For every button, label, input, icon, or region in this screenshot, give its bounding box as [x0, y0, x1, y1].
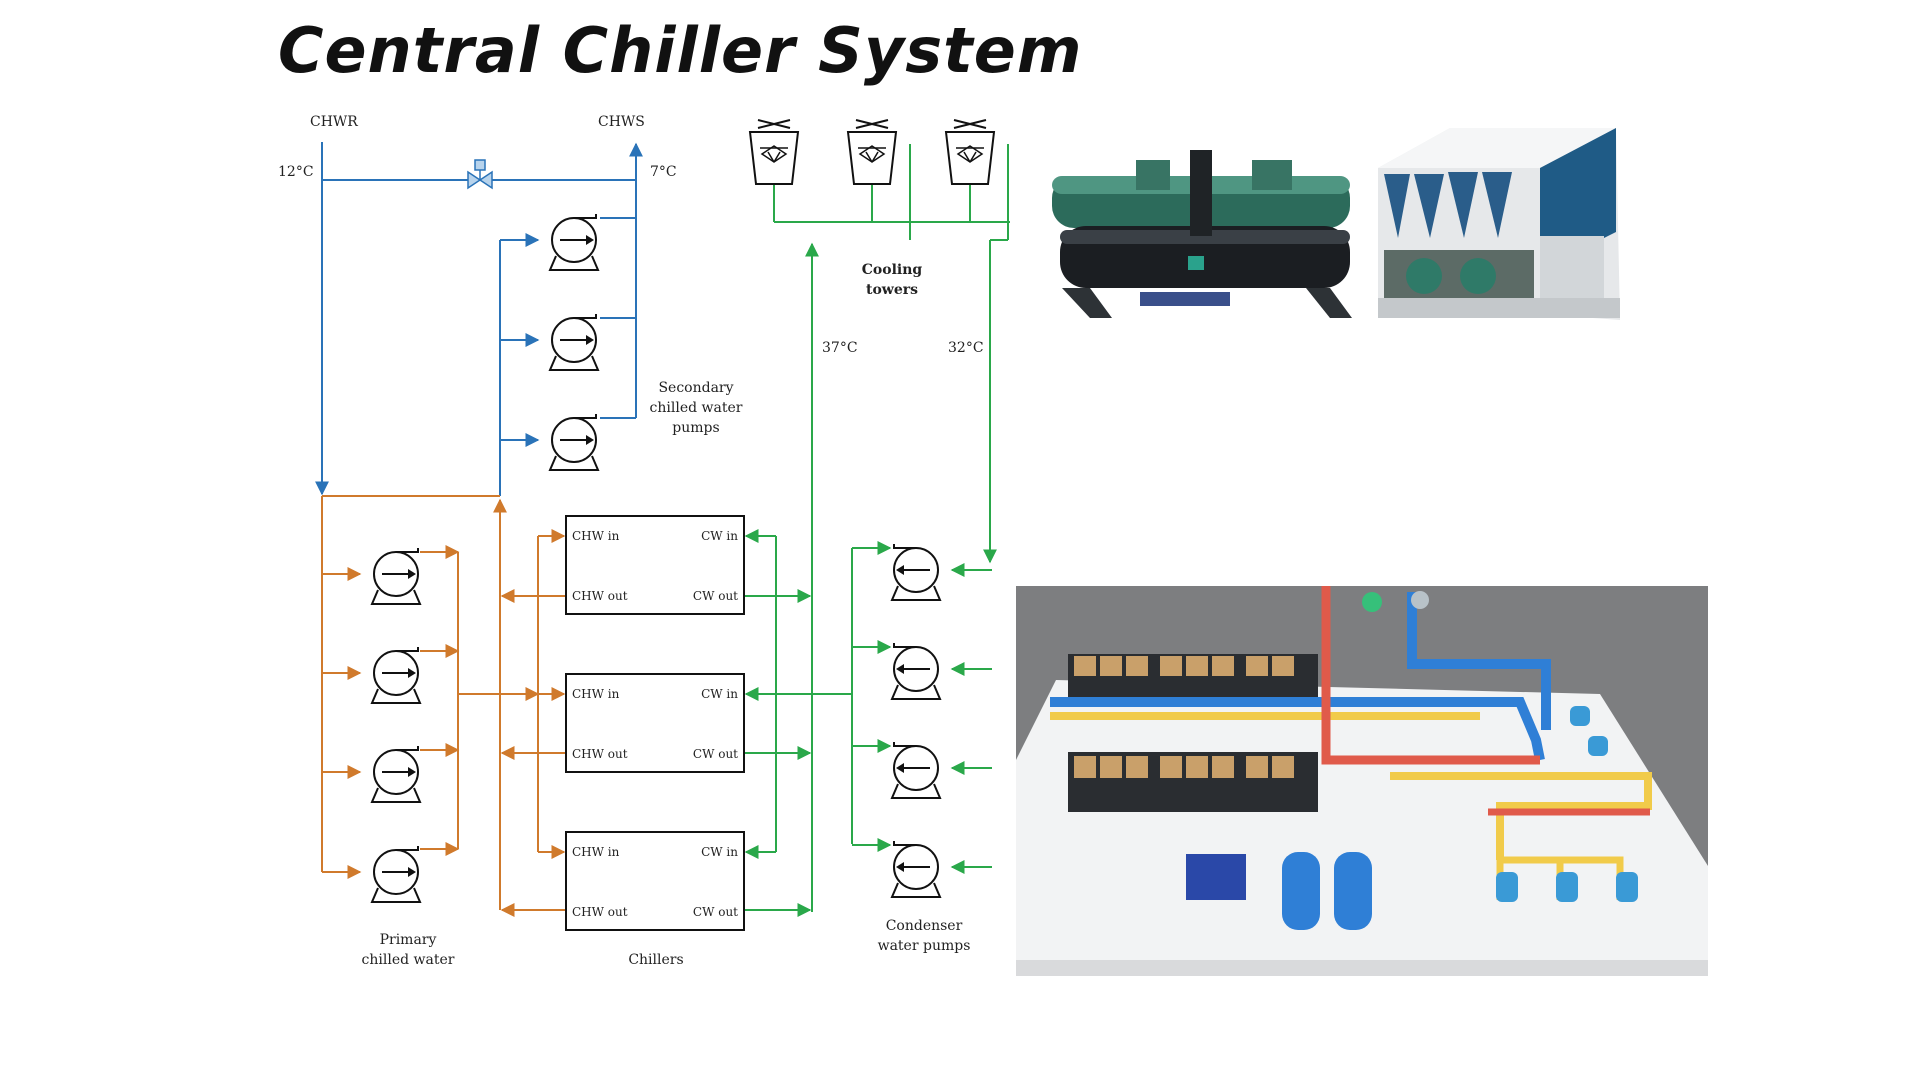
- page-title: Central Chiller System: [278, 14, 1083, 87]
- svg-text:CW in: CW in: [701, 687, 738, 701]
- svg-text:CW out: CW out: [693, 905, 738, 919]
- cw-hot-temp-label: 37°C: [822, 340, 858, 356]
- condenser-pumps-label: water pumps: [878, 938, 971, 954]
- chiller-unit: CHW in CHW out CW in CW out: [565, 831, 745, 931]
- plant-3d-model: [1016, 586, 1708, 976]
- water-cooled-chiller-photo: [1040, 128, 1360, 328]
- condenser-pumps-label: Condenser: [886, 918, 963, 934]
- supply-temp-label: 7°C: [650, 164, 677, 180]
- svg-text:CHW out: CHW out: [572, 905, 628, 919]
- cooling-tower-icon: [945, 119, 995, 185]
- chiller-unit: CHW in CHW out CW in CW out: [565, 673, 745, 773]
- cooling-tower-icon: [847, 119, 897, 185]
- condenser-pump-icon: [891, 543, 941, 601]
- cw-cold-temp-label: 32°C: [948, 340, 984, 356]
- primary-pump-icon: [371, 845, 421, 903]
- svg-text:CHW in: CHW in: [572, 687, 620, 701]
- chillers-label: Chillers: [628, 952, 683, 968]
- air-cooled-chiller-photo: [1378, 128, 1620, 320]
- svg-text:CHW in: CHW in: [572, 529, 620, 543]
- primary-loop: [321, 495, 566, 917]
- primary-pump-icon: [371, 745, 421, 803]
- bypass-valve-icon: [467, 159, 493, 190]
- secondary-pumps-label: chilled water: [650, 400, 743, 416]
- primary-pumps-label: chilled water: [362, 952, 455, 968]
- cooling-towers-label: towers: [866, 282, 918, 298]
- chwr-label: CHWR: [310, 114, 358, 130]
- condenser-pump-icon: [891, 741, 941, 799]
- secondary-pumps-label: pumps: [672, 420, 719, 436]
- cooling-towers-label: Cooling: [862, 262, 923, 278]
- svg-text:CHW out: CHW out: [572, 747, 628, 761]
- svg-text:CW in: CW in: [701, 845, 738, 859]
- primary-pump-icon: [371, 547, 421, 605]
- secondary-pump-icon: [549, 413, 599, 471]
- primary-pump-icon: [371, 646, 421, 704]
- svg-text:CW out: CW out: [693, 589, 738, 603]
- chws-label: CHWS: [598, 114, 645, 130]
- condenser-pump-icon: [891, 840, 941, 898]
- secondary-pump-icon: [549, 313, 599, 371]
- condenser-pump-icon: [891, 642, 941, 700]
- secondary-pumps-label: Secondary: [658, 380, 733, 396]
- svg-text:CW out: CW out: [693, 747, 738, 761]
- svg-text:CHW in: CHW in: [572, 845, 620, 859]
- secondary-pump-icon: [549, 213, 599, 271]
- primary-pumps-label: Primary: [380, 932, 437, 948]
- cooling-tower-icon: [749, 119, 799, 185]
- svg-text:CHW out: CHW out: [572, 589, 628, 603]
- condenser-loop: [744, 144, 1010, 917]
- svg-text:CW in: CW in: [701, 529, 738, 543]
- return-temp-label: 12°C: [278, 164, 314, 180]
- chiller-unit: CHW in CHW out CW in CW out: [565, 515, 745, 615]
